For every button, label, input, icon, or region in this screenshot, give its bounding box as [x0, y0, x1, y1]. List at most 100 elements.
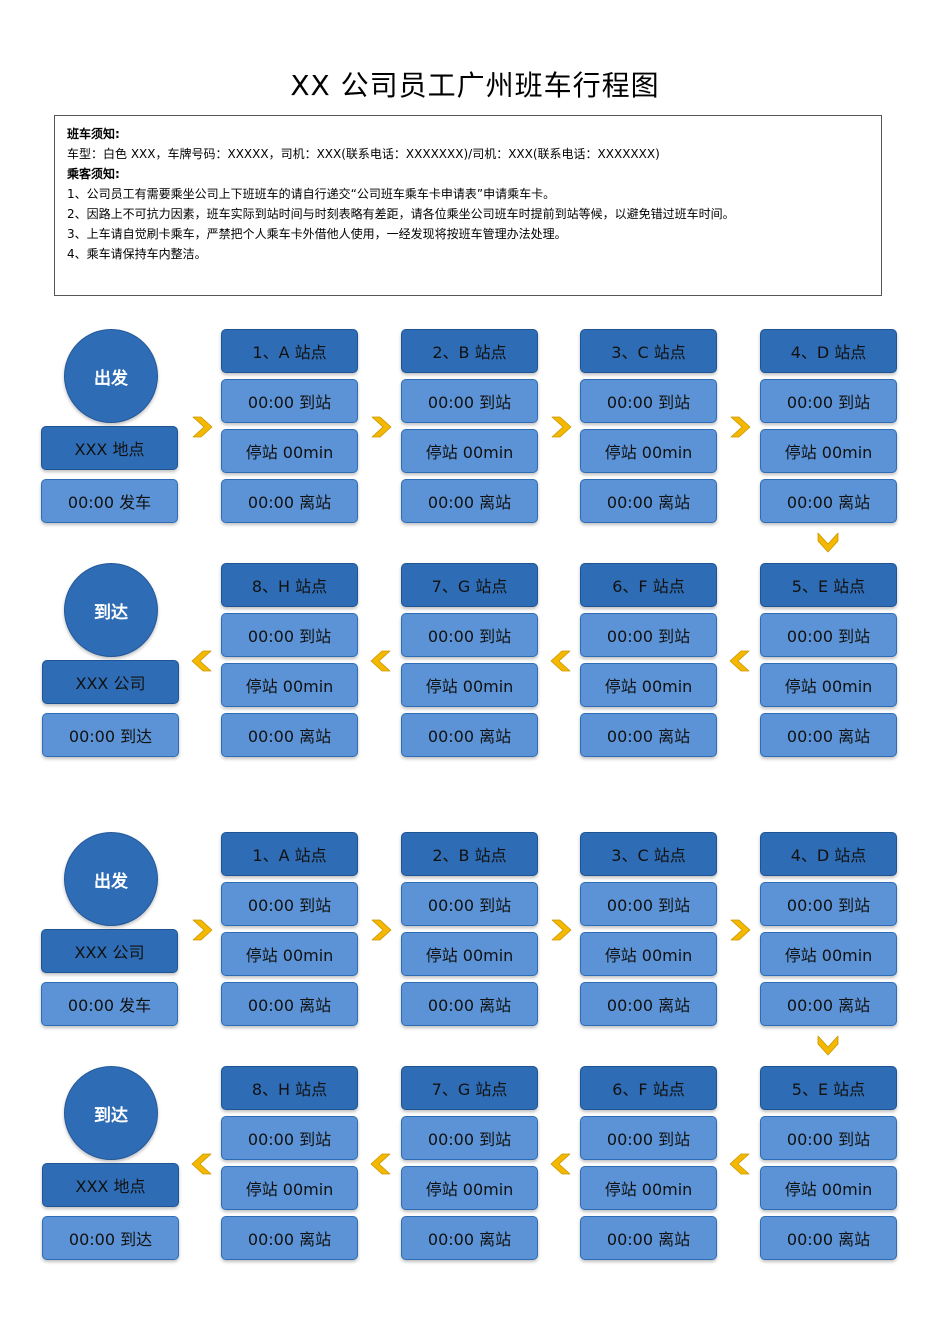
stop-stay-time: 停站 00min: [760, 663, 897, 707]
stop-stay-time: 停站 00min: [580, 1166, 717, 1210]
stop-name: 6、F 站点: [580, 563, 717, 607]
stop-leave-time: 00:00 离站: [401, 479, 538, 523]
end-circle: 到达: [64, 563, 158, 657]
chevron-right-icon: [728, 918, 752, 942]
stop-name: 7、G 站点: [401, 563, 538, 607]
chevron-left-icon: [549, 1152, 573, 1176]
stop-name: 2、B 站点: [401, 329, 538, 373]
chevron-left-icon: [728, 1152, 752, 1176]
stop-arrive-time: 00:00 到站: [580, 613, 717, 657]
stop-leave-time: 00:00 离站: [221, 982, 358, 1026]
chevron-right-icon: [369, 415, 393, 439]
stop-arrive-time: 00:00 到站: [221, 882, 358, 926]
stop-leave-time: 00:00 离站: [401, 713, 538, 757]
stop-stay-time: 停站 00min: [401, 429, 538, 473]
stop-name: 2、B 站点: [401, 832, 538, 876]
stop-stay-time: 停站 00min: [760, 429, 897, 473]
chevron-left-icon: [369, 649, 393, 673]
start-place: XXX 地点: [41, 426, 178, 470]
notice-box: 班车须知: 车型：白色 XXX，车牌号码：XXXXX，司机：XXX(联系电话：X…: [54, 115, 882, 296]
passenger-notice-heading: 乘客须知:: [67, 167, 120, 181]
stop-stay-time: 停站 00min: [760, 932, 897, 976]
chevron-right-icon: [369, 918, 393, 942]
end-time: 00:00 到达: [42, 713, 179, 757]
chevron-left-icon: [549, 649, 573, 673]
end-time: 00:00 到达: [42, 1216, 179, 1260]
stop-arrive-time: 00:00 到站: [760, 882, 897, 926]
stop-arrive-time: 00:00 到站: [760, 379, 897, 423]
stop-name: 3、C 站点: [580, 832, 717, 876]
stop-stay-time: 停站 00min: [580, 663, 717, 707]
stop-name: 5、E 站点: [760, 1066, 897, 1110]
stop-arrive-time: 00:00 到站: [221, 1116, 358, 1160]
stop-arrive-time: 00:00 到站: [760, 1116, 897, 1160]
chevron-right-icon: [549, 918, 573, 942]
stop-name: 3、C 站点: [580, 329, 717, 373]
start-circle: 出发: [64, 832, 158, 926]
stop-arrive-time: 00:00 到站: [401, 379, 538, 423]
stop-leave-time: 00:00 离站: [760, 1216, 897, 1260]
stop-stay-time: 停站 00min: [580, 429, 717, 473]
start-circle: 出发: [64, 329, 158, 423]
chevron-left-icon: [190, 649, 214, 673]
rule-4: 4、乘车请保持车内整洁。: [67, 247, 207, 261]
stop-arrive-time: 00:00 到站: [760, 613, 897, 657]
stop-arrive-time: 00:00 到站: [221, 613, 358, 657]
stop-stay-time: 停站 00min: [221, 932, 358, 976]
chevron-left-icon: [190, 1152, 214, 1176]
stop-name: 1、A 站点: [221, 832, 358, 876]
stop-leave-time: 00:00 离站: [760, 713, 897, 757]
stop-arrive-time: 00:00 到站: [580, 1116, 717, 1160]
stop-arrive-time: 00:00 到站: [401, 882, 538, 926]
stop-leave-time: 00:00 离站: [580, 479, 717, 523]
stop-arrive-time: 00:00 到站: [401, 613, 538, 657]
chevron-left-icon: [728, 649, 752, 673]
stop-stay-time: 停站 00min: [221, 663, 358, 707]
stop-leave-time: 00:00 离站: [401, 1216, 538, 1260]
chevron-right-icon: [190, 918, 214, 942]
stop-name: 5、E 站点: [760, 563, 897, 607]
chevron-left-icon: [369, 1152, 393, 1176]
stop-arrive-time: 00:00 到站: [221, 379, 358, 423]
stop-stay-time: 停站 00min: [221, 1166, 358, 1210]
stop-leave-time: 00:00 离站: [760, 982, 897, 1026]
stop-name: 4、D 站点: [760, 329, 897, 373]
stop-leave-time: 00:00 离站: [760, 479, 897, 523]
rule-2: 2、因路上不可抗力因素，班车实际到站时间与时刻表略有差距，请各位乘坐公司班车时提…: [67, 207, 735, 221]
stop-stay-time: 停站 00min: [401, 663, 538, 707]
stop-stay-time: 停站 00min: [401, 932, 538, 976]
start-place: XXX 公司: [41, 929, 178, 973]
stop-arrive-time: 00:00 到站: [580, 379, 717, 423]
stop-leave-time: 00:00 离站: [580, 713, 717, 757]
stop-stay-time: 停站 00min: [580, 932, 717, 976]
stop-name: 8、H 站点: [221, 1066, 358, 1110]
stop-leave-time: 00:00 离站: [580, 1216, 717, 1260]
stop-arrive-time: 00:00 到站: [401, 1116, 538, 1160]
chevron-right-icon: [190, 415, 214, 439]
chevron-down-icon: [816, 530, 840, 554]
stop-leave-time: 00:00 离站: [221, 479, 358, 523]
stop-arrive-time: 00:00 到站: [580, 882, 717, 926]
stop-name: 7、G 站点: [401, 1066, 538, 1110]
chevron-right-icon: [549, 415, 573, 439]
chevron-right-icon: [728, 415, 752, 439]
start-time: 00:00 发车: [41, 982, 178, 1026]
stop-stay-time: 停站 00min: [760, 1166, 897, 1210]
stop-name: 6、F 站点: [580, 1066, 717, 1110]
start-time: 00:00 发车: [41, 479, 178, 523]
stop-leave-time: 00:00 离站: [580, 982, 717, 1026]
chevron-down-icon: [816, 1033, 840, 1057]
end-place: XXX 公司: [42, 660, 179, 704]
bus-notice-heading: 班车须知:: [67, 127, 120, 141]
stop-name: 8、H 站点: [221, 563, 358, 607]
end-circle: 到达: [64, 1066, 158, 1160]
end-place: XXX 地点: [42, 1163, 179, 1207]
rule-3: 3、上车请自觉刷卡乘车，严禁把个人乘车卡外借他人使用，一经发现将按班车管理办法处…: [67, 227, 567, 241]
page-title: XX 公司员工广州班车行程图: [290, 69, 660, 102]
stop-leave-time: 00:00 离站: [401, 982, 538, 1026]
rule-1: 1、公司员工有需要乘坐公司上下班班车的请自行递交“公司班车乘车卡申请表”申请乘车…: [67, 187, 556, 201]
stop-stay-time: 停站 00min: [221, 429, 358, 473]
bus-info: 车型：白色 XXX，车牌号码：XXXXX，司机：XXX(联系电话：XXXXXXX…: [67, 147, 660, 161]
stop-stay-time: 停站 00min: [401, 1166, 538, 1210]
stop-leave-time: 00:00 离站: [221, 713, 358, 757]
